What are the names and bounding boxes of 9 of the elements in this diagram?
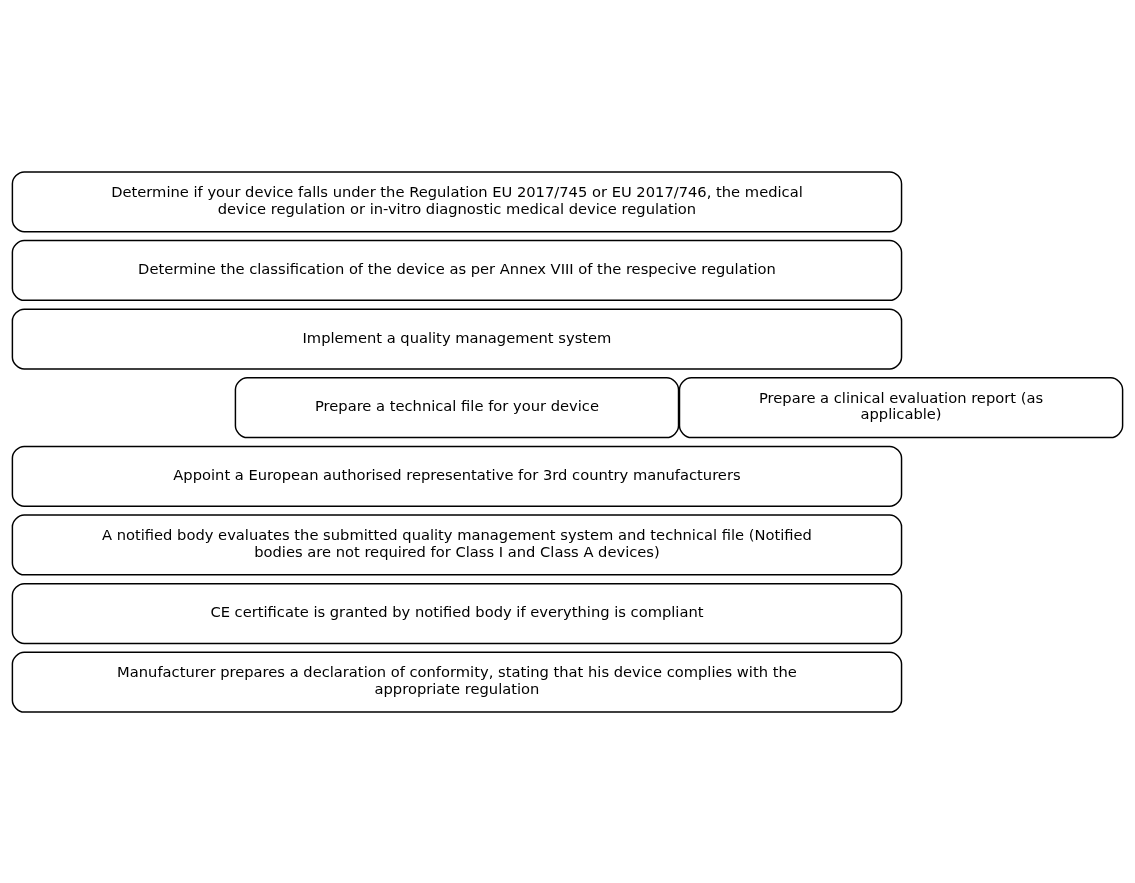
node-box: A notified body evaluates the submitted quality management system and technical file (Notified bodies are not required for Class I and Class A devices)	[11, 513, 903, 576]
node-box: Determine if your device falls under the Regulation EU 2017/745 or EU 2017/746, the medical device regulation or in-vitro diagnostic medical device regulation	[11, 170, 903, 232]
node-box: Implement a quality management system	[11, 307, 903, 370]
node-box: Prepare a clinical evaluation report (as applicable)	[678, 376, 1124, 438]
node-box: Manufacturer prepares a declaration of conformity, stating that his device complies with the appropriate regulation	[11, 651, 903, 713]
node-box: Appoint a European authorised representative for 3rd country manufacturers	[11, 445, 903, 507]
node-box: Determine the classification of the device as per Annex VIII of the respecive regulation	[11, 239, 903, 301]
node-box: Prepare a technical file for your device	[234, 376, 680, 438]
node-box: CE certificate is granted by notified body if everything is compliant	[11, 582, 903, 644]
